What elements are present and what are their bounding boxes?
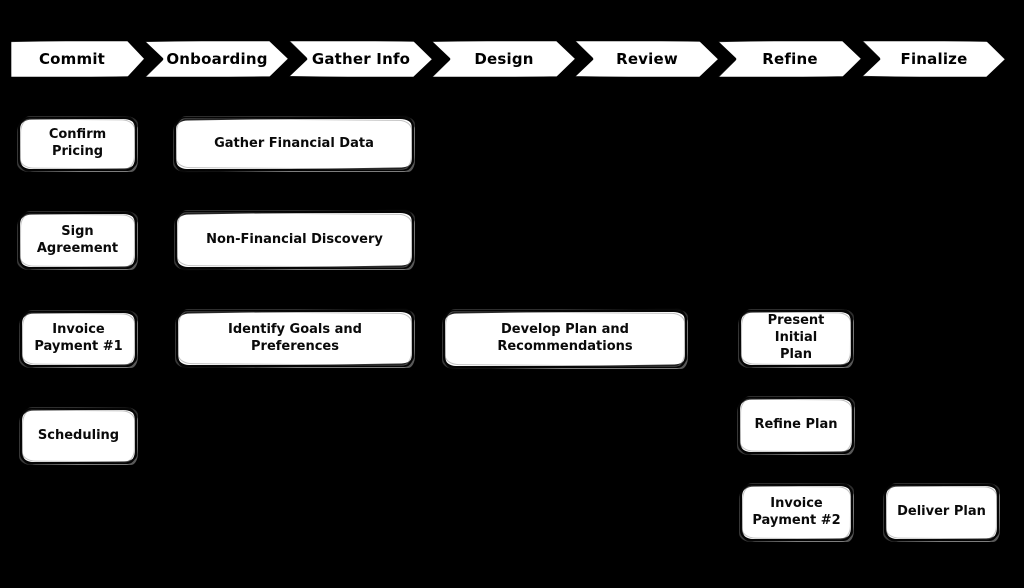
phase-label: Review xyxy=(616,50,678,68)
chevron-arrow-shape xyxy=(140,38,292,81)
task-box-non-financial-discovery: Non-Financial Discovery xyxy=(175,211,414,269)
task-box-gather-financial-data: Gather Financial Data xyxy=(174,117,414,171)
task-box-identify-goals-and-preferences: Identify Goals and Preferences xyxy=(176,310,414,367)
task-label: Sign Agreement xyxy=(36,223,119,256)
phase-chevron-finalize: Finalize xyxy=(857,36,1009,82)
phase-chevron-commit: Commit xyxy=(8,36,148,82)
task-label: Deliver Plan xyxy=(897,504,986,520)
chevron-arrow-shape xyxy=(284,37,436,80)
task-box-refine-plan: Refine Plan xyxy=(738,397,854,454)
phase-label: Design xyxy=(474,50,534,68)
task-box-invoice-payment-2: Invoice Payment #2 xyxy=(740,484,853,541)
task-label: Invoice Payment #1 xyxy=(34,322,123,354)
chevron-arrow-shape xyxy=(857,37,1009,80)
phase-chevron-review: Review xyxy=(570,36,722,82)
task-label: Confirm Pricing xyxy=(48,127,107,159)
task-box-present-initial-plan: Present Initial Plan xyxy=(739,310,853,367)
task-box-develop-plan-and-recommendations: Develop Plan and Recommendations xyxy=(443,310,687,368)
task-label: Refine Plan xyxy=(754,417,838,433)
task-box-sign-agreement: Sign Agreement xyxy=(18,212,137,269)
task-label: Scheduling xyxy=(37,427,120,443)
task-box-invoice-payment-1: Invoice Payment #1 xyxy=(20,311,137,367)
chevron-arrow-shape xyxy=(713,38,865,81)
chevron-arrow-shape xyxy=(570,37,722,80)
phase-label: Gather Info xyxy=(311,50,411,68)
task-label: Present Initial Plan xyxy=(767,313,825,362)
phase-chevron-design: Design xyxy=(427,36,579,82)
task-label: Non-Financial Discovery xyxy=(206,231,383,247)
phase-label: Commit xyxy=(38,50,106,68)
phase-label: Finalize xyxy=(900,50,968,68)
phase-label: Onboarding xyxy=(166,50,268,68)
phase-chevron-refine: Refine xyxy=(713,36,865,82)
task-label: Gather Financial Data xyxy=(214,135,374,151)
task-label: Develop Plan and Recommendations xyxy=(497,322,633,354)
chevron-arrow-shape xyxy=(8,38,148,81)
phase-label: Refine xyxy=(762,50,818,68)
phase-chevron-onboarding: Onboarding xyxy=(140,36,292,82)
chevron-arrow-shape xyxy=(427,38,579,81)
phase-chevron-gather-info: Gather Info xyxy=(284,36,436,82)
task-box-confirm-pricing: Confirm Pricing xyxy=(18,117,137,171)
task-label: Identify Goals and Preferences xyxy=(228,321,362,354)
task-box-deliver-plan: Deliver Plan xyxy=(884,484,999,541)
task-label: Invoice Payment #2 xyxy=(752,495,841,528)
task-box-scheduling: Scheduling xyxy=(20,408,137,464)
